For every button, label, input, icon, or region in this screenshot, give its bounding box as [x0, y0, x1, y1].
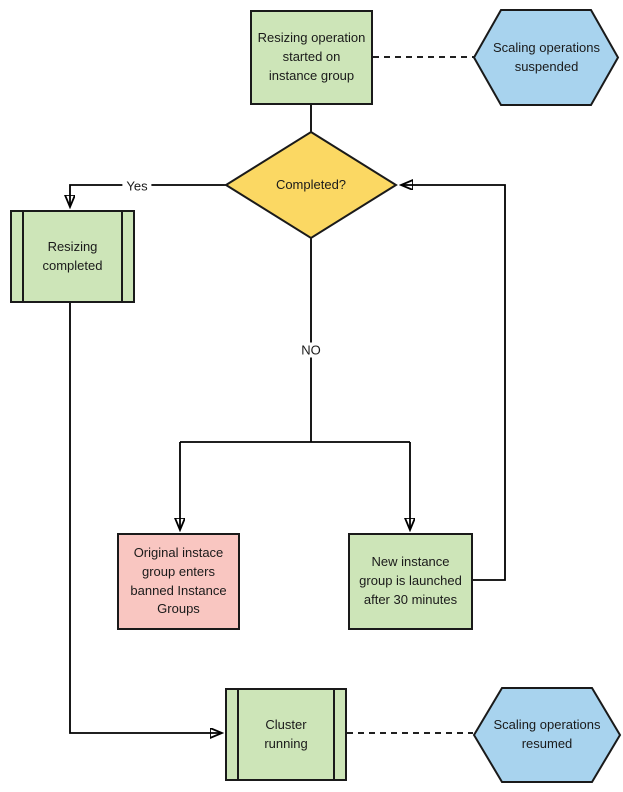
node-banned-group-label: Original instace group enters banned Ins… — [130, 544, 227, 617]
node-new-group-label: New instance group is launched after 30 … — [359, 554, 462, 607]
node-scaling-resumed: Scaling operations resumed — [474, 688, 620, 782]
node-scaling-resumed-label: Scaling operations resumed — [493, 717, 601, 751]
edge-yes-branch — [70, 184, 226, 207]
edge-label-no: NO — [297, 342, 325, 358]
edge-label-yes: Yes — [122, 178, 152, 194]
hexagon-resumed-shape — [472, 687, 622, 783]
node-cluster-running-label: Cluster running — [264, 716, 308, 751]
predefined-process-bar — [22, 212, 24, 301]
predefined-process-bar — [333, 690, 335, 779]
predefined-process-bar — [237, 690, 239, 779]
node-cluster-running: Cluster running — [225, 688, 347, 781]
edge-completed-to-cluster — [69, 303, 222, 733]
node-scaling-suspended-label: Scaling operations suspended — [493, 39, 600, 74]
node-resizing-completed: Resizing completed — [10, 210, 135, 303]
hexagon-suspended-shape — [472, 9, 620, 106]
node-banned-group: Original instace group enters banned Ins… — [117, 533, 240, 630]
predefined-process-bar — [121, 212, 123, 301]
node-completed-decision: Completed? — [226, 132, 396, 238]
edge-loop-to-decision — [401, 185, 506, 581]
node-resizing-completed-label: Resizing completed — [42, 238, 103, 273]
node-completed-decision-label: Completed? — [275, 176, 347, 192]
node-scaling-suspended: Scaling operations suspended — [474, 10, 619, 105]
node-resizing-started-label: Resizing operation started on instance g… — [257, 30, 366, 83]
decision-completed-shape — [224, 130, 398, 240]
node-new-group: New instance group is launched after 30 … — [348, 533, 473, 630]
node-resizing-started: Resizing operation started on instance g… — [250, 10, 373, 105]
